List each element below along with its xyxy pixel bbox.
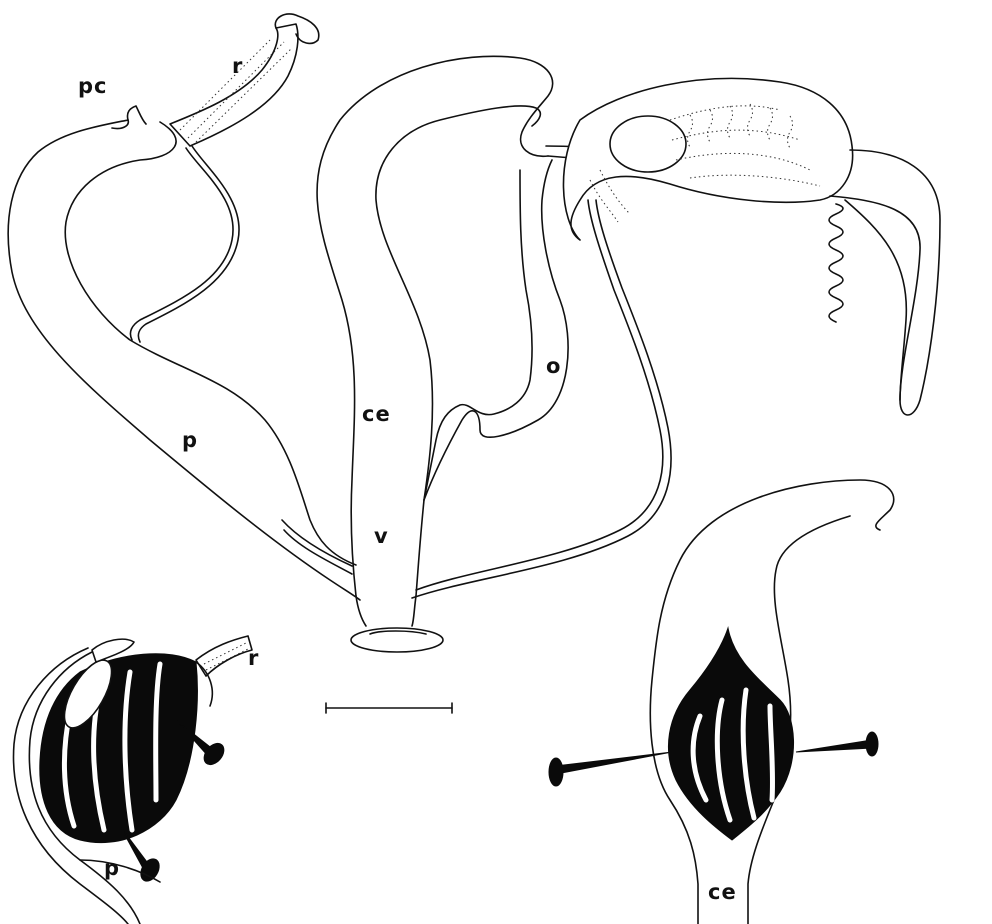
vas-deferens-upper [130, 148, 233, 340]
label-p-detail: p [104, 858, 120, 879]
epiphallus-to-o [424, 160, 568, 500]
label-pc: pc [78, 76, 107, 97]
label-p-main: p [182, 430, 198, 451]
pin-4 [796, 740, 872, 752]
vas-deferens-loop [416, 200, 663, 590]
main-anatomy [8, 14, 940, 652]
penis-detail [14, 636, 252, 924]
retractor-muscle [170, 24, 298, 146]
pin-3-head [549, 758, 563, 786]
vas-deferens-lower-left [282, 520, 352, 574]
penial-caecum-tip [127, 106, 146, 124]
label-r-main: r [232, 56, 243, 77]
scale-bar [326, 703, 452, 713]
epiphallus-detail-dark [668, 628, 793, 840]
oviduct-inner [424, 170, 532, 500]
label-o: o [546, 356, 561, 377]
curved-appendix [830, 150, 940, 415]
epiphallus-inner [376, 106, 540, 596]
coiled-duct [829, 204, 843, 322]
label-ce-main: ce [362, 404, 391, 425]
epiphallus-detail [549, 480, 894, 924]
gland-lobe [610, 116, 686, 172]
penis-inner-outline [65, 120, 356, 565]
appendix-inner [845, 200, 906, 400]
pin-4-head [866, 732, 878, 756]
epiphallus-outer [317, 56, 553, 596]
penis-outline [8, 120, 360, 600]
label-v: v [374, 526, 389, 547]
vagina-base [356, 596, 416, 626]
label-r-detail: r [248, 648, 259, 669]
label-ce-detail: ce [708, 882, 737, 903]
albumen-body [563, 78, 852, 240]
vas-deferens-loop-2 [412, 200, 671, 598]
